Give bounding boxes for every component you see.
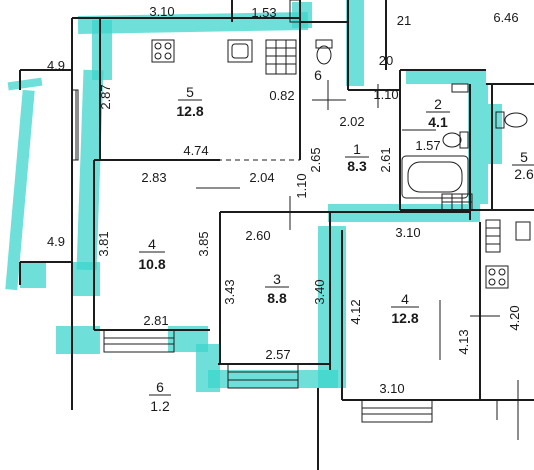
dimension-label: 3.85 (196, 231, 211, 256)
svg-text:10.8: 10.8 (138, 256, 165, 272)
dimension-label: 2.60 (245, 228, 270, 243)
fixtures (151, 39, 531, 289)
svg-text:5: 5 (186, 84, 194, 100)
room-label: 5 2.6 (512, 149, 534, 182)
dimension-label: 4.20 (507, 305, 522, 330)
stove-icon (485, 265, 509, 289)
dimension-label: 2.83 (141, 170, 166, 185)
svg-text:3: 3 (273, 271, 281, 287)
sink-icon (515, 221, 531, 241)
svg-text:1.2: 1.2 (150, 398, 170, 414)
toilet-icon (495, 111, 528, 129)
dimension-label: 6.46 (493, 10, 518, 25)
radiator-icon (441, 193, 473, 211)
dimension-label: 2.81 (143, 313, 168, 328)
highlight-markers (5, 0, 502, 392)
dimension-label: 1.57 (415, 138, 440, 153)
room-label: 6 1.2 (149, 379, 171, 414)
svg-text:8.8: 8.8 (267, 290, 287, 306)
dimension-label: 4.9 (47, 234, 65, 249)
dimension-label: 3.43 (222, 279, 237, 304)
svg-text:8.3: 8.3 (347, 158, 367, 174)
dishwasher-icon (265, 39, 297, 75)
dimension-label: 4.12 (348, 299, 363, 324)
room-label: 4 12.8 (391, 291, 419, 326)
svg-text:6: 6 (156, 379, 164, 395)
room-label: 1 8.3 (345, 141, 369, 174)
dimension-label: 3.10 (149, 4, 174, 19)
svg-text:2: 2 (434, 96, 442, 112)
dimension-label: 0.82 (269, 88, 294, 103)
room-label: 6 (314, 67, 322, 83)
svg-text:1: 1 (353, 141, 361, 157)
room-label: 3 8.8 (265, 271, 289, 306)
dimension-label: 21 (397, 13, 411, 28)
dimension-label: 2.57 (265, 347, 290, 362)
dimension-label: 3.10 (379, 381, 404, 396)
svg-text:4: 4 (148, 236, 156, 252)
svg-text:5: 5 (520, 149, 528, 165)
dimension-label: 2.02 (339, 114, 364, 129)
dimension-label: 4.9 (47, 58, 65, 73)
dimension-label: 3.40 (312, 279, 327, 304)
svg-text:12.8: 12.8 (391, 310, 418, 326)
toilet-icon (442, 131, 469, 149)
dimension-label: 2.04 (249, 170, 274, 185)
room-labels: 5 12.8 1 8.3 2 4.1 4 10.8 3 8.8 4 12.8 (138, 67, 534, 414)
dishwasher-icon (485, 219, 501, 253)
room-label: 5 12.8 (176, 84, 203, 119)
room-label: 4 10.8 (138, 236, 165, 272)
svg-text:12.8: 12.8 (176, 103, 203, 119)
dimension-label: 4.74 (183, 143, 208, 158)
svg-text:6: 6 (314, 67, 322, 83)
stove-icon (151, 39, 175, 63)
walls (19, 0, 534, 470)
sink-icon (227, 39, 253, 63)
svg-text:4.1: 4.1 (428, 114, 448, 130)
bathtub-icon (401, 155, 469, 199)
dimension-label: 2.65 (308, 147, 323, 172)
dimension-label: 2.61 (378, 147, 393, 172)
dimension-label: 1.53 (251, 5, 276, 20)
svg-text:4: 4 (401, 291, 409, 307)
dimension-lines (196, 80, 500, 360)
dimension-labels: 3.10 1.53 21 6.46 4.9 2.87 20 0.82 1.10 … (47, 4, 522, 396)
dimension-label: 3.81 (96, 231, 111, 256)
dimension-label: 3.10 (395, 225, 420, 240)
toilet-icon (315, 39, 333, 65)
room-label: 2 4.1 (426, 96, 450, 130)
dimension-label: 4.13 (456, 329, 471, 354)
dimension-label: 20 (379, 53, 393, 68)
dimension-label: 1.10 (294, 173, 309, 198)
dimension-label: 1.10 (373, 87, 398, 102)
svg-text:2.6: 2.6 (514, 166, 534, 182)
dimension-label: 2.87 (98, 84, 113, 109)
